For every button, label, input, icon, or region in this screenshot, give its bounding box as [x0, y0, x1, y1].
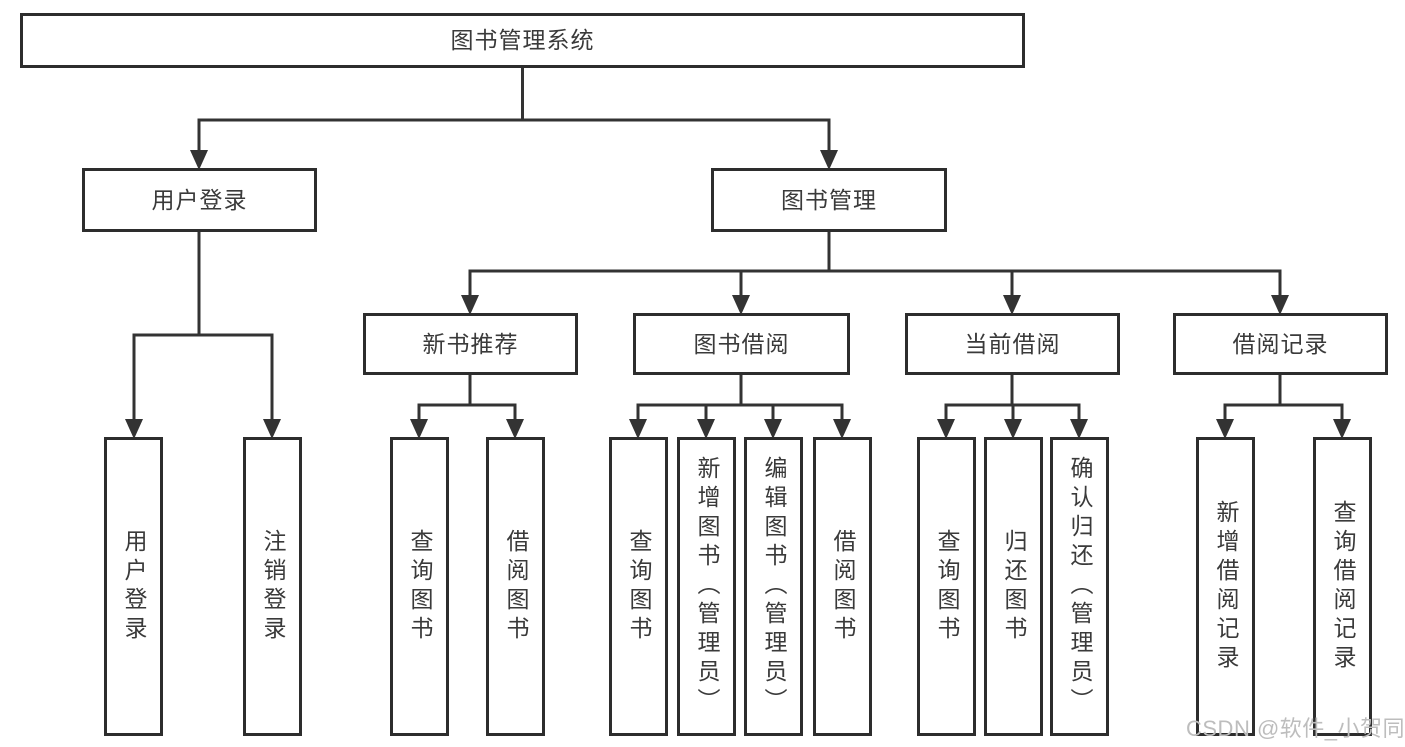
node-label: 当前借阅 — [964, 330, 1061, 357]
node-book-management: 图书管理 — [711, 168, 947, 232]
arrow-icon — [1216, 419, 1234, 439]
arrow-icon — [1271, 295, 1289, 315]
node-label: 图书管理系统 — [450, 27, 595, 53]
leaf-add-borrow-record: 新增借阅记录 — [1196, 437, 1255, 736]
csdn-watermark: CSDN @软件_小贺同学 — [1186, 716, 1405, 741]
arrow-icon — [764, 419, 782, 439]
arrow-icon — [1333, 419, 1351, 439]
node-label: 新书推荐 — [422, 330, 519, 357]
leaf-query-books-borrow: 查询图书 — [609, 437, 668, 736]
arrowheads — [125, 150, 1351, 439]
node-library-management-system: 图书管理系统 — [20, 13, 1025, 68]
node-borrow-records: 借阅记录 — [1173, 313, 1388, 375]
node-label: 查询图书 — [934, 528, 960, 645]
arrow-icon — [697, 419, 715, 439]
node-label: 查询借阅记录 — [1330, 499, 1356, 674]
arrow-icon — [410, 419, 428, 439]
arrow-icon — [1070, 419, 1088, 439]
arrow-icon — [629, 419, 647, 439]
arrow-icon — [1003, 295, 1021, 315]
node-label: 用户登录 — [121, 528, 147, 645]
leaf-add-book-admin: 新增图书（管理员） — [677, 437, 736, 736]
arrow-icon — [190, 150, 208, 170]
leaf-confirm-return-admin: 确认归还（管理员） — [1050, 437, 1109, 736]
node-label: 图书管理 — [781, 186, 877, 213]
connector-root-branch — [197, 66, 831, 154]
leaf-query-books-current: 查询图书 — [917, 437, 976, 736]
node-label: 借阅图书 — [503, 528, 529, 645]
arrow-icon — [820, 150, 838, 170]
node-label: 查询图书 — [626, 528, 652, 645]
node-current-borrow: 当前借阅 — [905, 313, 1120, 375]
connector-current-borrow-branch — [944, 372, 1081, 423]
connector-book-mgmt-branch — [468, 230, 1282, 299]
connector-user-login-branch — [132, 230, 274, 423]
arrow-icon — [1004, 419, 1022, 439]
node-label: 借阅图书 — [830, 528, 856, 645]
leaf-borrow-books-recommend: 借阅图书 — [486, 437, 545, 736]
arrow-icon — [263, 419, 281, 439]
node-label: 注销登录 — [260, 528, 286, 645]
leaf-edit-book-admin: 编辑图书（管理员） — [744, 437, 803, 736]
node-label: 新增图书（管理员） — [694, 456, 720, 717]
arrow-icon — [125, 419, 143, 439]
node-book-borrow: 图书借阅 — [633, 313, 850, 375]
node-user-login: 用户登录 — [82, 168, 317, 232]
node-label: 用户登录 — [151, 186, 248, 213]
leaf-user-login: 用户登录 — [104, 437, 163, 736]
leaf-borrow-books: 借阅图书 — [813, 437, 872, 736]
connector-new-book-branch — [417, 372, 517, 423]
node-label: 归还图书 — [1001, 528, 1027, 645]
arrow-icon — [506, 419, 524, 439]
node-new-book-recommend: 新书推荐 — [363, 313, 578, 375]
node-label: 借阅记录 — [1232, 330, 1329, 357]
node-label: 图书借阅 — [693, 330, 790, 357]
node-label: 新增借阅记录 — [1213, 499, 1239, 674]
leaf-logout: 注销登录 — [243, 437, 302, 736]
node-label: 查询图书 — [407, 528, 433, 645]
arrow-icon — [732, 295, 750, 315]
node-label: 编辑图书（管理员） — [761, 456, 787, 717]
connector-book-borrow-branch — [636, 372, 844, 423]
leaf-query-borrow-record: 查询借阅记录 — [1313, 437, 1372, 736]
arrow-icon — [461, 295, 479, 315]
connector-borrow-record-branch — [1223, 372, 1344, 423]
node-label: 确认归还（管理员） — [1067, 456, 1093, 717]
leaf-return-books: 归还图书 — [984, 437, 1043, 736]
arrow-icon — [937, 419, 955, 439]
leaf-query-books-recommend: 查询图书 — [390, 437, 449, 736]
arrow-icon — [833, 419, 851, 439]
